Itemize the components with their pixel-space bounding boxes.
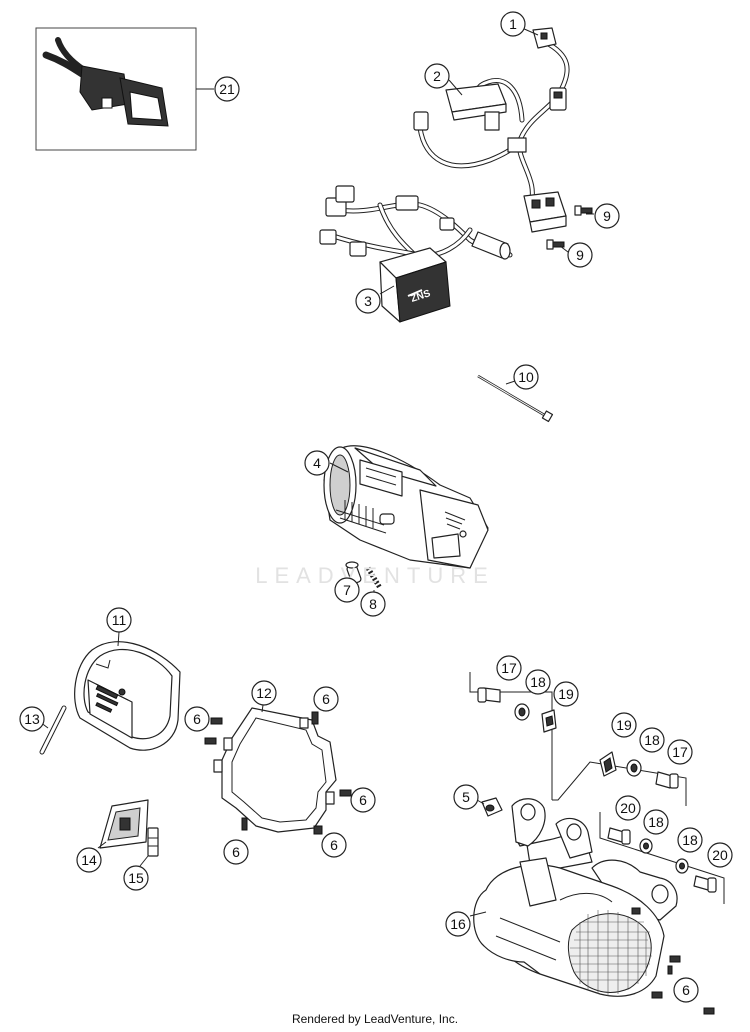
- callout-18a: 18: [525, 669, 551, 695]
- callout-11: 11: [106, 607, 132, 633]
- callout-6a: 6: [313, 686, 339, 712]
- svg-text:8: 8: [369, 596, 377, 612]
- callout-2: 2: [424, 63, 450, 89]
- callout-15: 15: [123, 865, 149, 891]
- svg-text:4: 4: [313, 455, 321, 471]
- callout-8: 8: [360, 591, 386, 617]
- svg-text:13: 13: [24, 711, 40, 727]
- callout-6f: 6: [673, 977, 699, 1003]
- battery-pack-icon: [323, 445, 489, 590]
- callout-13: 13: [19, 706, 45, 732]
- callout-6c: 6: [350, 787, 376, 813]
- callout-19b: 19: [611, 712, 637, 738]
- pin-icon: [39, 705, 67, 755]
- svg-text:6: 6: [193, 711, 201, 727]
- callout-17b: 17: [667, 739, 693, 765]
- svg-text:7: 7: [343, 582, 351, 598]
- svg-text:6: 6: [232, 844, 240, 860]
- clip-icon: [99, 799, 159, 857]
- svg-text:6: 6: [682, 982, 690, 998]
- callout-1: 1: [500, 11, 526, 37]
- svg-text:9: 9: [576, 247, 584, 263]
- inset-box-21: [35, 27, 214, 151]
- svg-text:5: 5: [462, 789, 470, 805]
- callout-12: 12: [251, 680, 277, 706]
- callout-16: 16: [445, 911, 471, 937]
- svg-text:17: 17: [672, 744, 688, 760]
- callout-6d: 6: [321, 832, 347, 858]
- callout-17a: 17: [496, 655, 522, 681]
- callout-3: 3: [355, 288, 381, 314]
- svg-text:18: 18: [530, 674, 546, 690]
- callout-9b: 9: [567, 242, 593, 268]
- callout-21: 21: [214, 76, 240, 102]
- callout-7: 7: [334, 577, 360, 603]
- callout-20b: 20: [707, 842, 733, 868]
- svg-text:21: 21: [219, 81, 235, 97]
- hardware-kit-icon: [469, 672, 725, 904]
- callout-20a: 20: [615, 795, 641, 821]
- svg-text:18: 18: [648, 814, 664, 830]
- svg-text:9: 9: [603, 208, 611, 224]
- callout-18b: 18: [639, 727, 665, 753]
- svg-text:20: 20: [620, 800, 636, 816]
- svg-text:19: 19: [616, 717, 632, 733]
- svg-text:2: 2: [433, 68, 441, 84]
- callout-6e: 6: [223, 839, 249, 865]
- svg-text:15: 15: [128, 870, 144, 886]
- cable-tie-icon: [477, 374, 554, 423]
- callout-14: 14: [76, 847, 102, 873]
- svg-text:3: 3: [364, 293, 372, 309]
- wiring-harness-icon: ZNS: [319, 27, 593, 323]
- callout-5: 5: [453, 784, 479, 810]
- cover-icon: [74, 641, 181, 751]
- callout-18c: 18: [643, 809, 669, 835]
- svg-text:18: 18: [644, 732, 660, 748]
- svg-text:17: 17: [501, 660, 517, 676]
- svg-text:10: 10: [518, 369, 534, 385]
- svg-text:6: 6: [359, 792, 367, 808]
- svg-text:6: 6: [322, 691, 330, 707]
- callout-6b: 6: [184, 706, 210, 732]
- svg-text:16: 16: [450, 916, 466, 932]
- bushing-icon: [481, 797, 503, 817]
- svg-text:20: 20: [712, 847, 728, 863]
- callout-19a: 19: [553, 681, 579, 707]
- callout-4: 4: [304, 450, 330, 476]
- power-cord-icon: [42, 37, 169, 127]
- svg-text:12: 12: [256, 685, 272, 701]
- callout-18d: 18: [677, 827, 703, 853]
- svg-text:11: 11: [112, 612, 127, 628]
- svg-text:18: 18: [682, 832, 698, 848]
- housing-frame-icon: [204, 707, 352, 835]
- motor-housing-icon: [473, 798, 715, 1015]
- watermark: LEADVENTURE: [255, 563, 495, 588]
- footer-credit: Rendered by LeadVenture, Inc.: [291, 1012, 459, 1026]
- callout-10: 10: [513, 364, 539, 390]
- svg-text:6: 6: [330, 837, 338, 853]
- callout-9a: 9: [594, 203, 620, 229]
- svg-text:19: 19: [558, 686, 574, 702]
- svg-text:1: 1: [509, 16, 517, 32]
- leader-lines: [39, 27, 594, 917]
- svg-text:14: 14: [81, 852, 97, 868]
